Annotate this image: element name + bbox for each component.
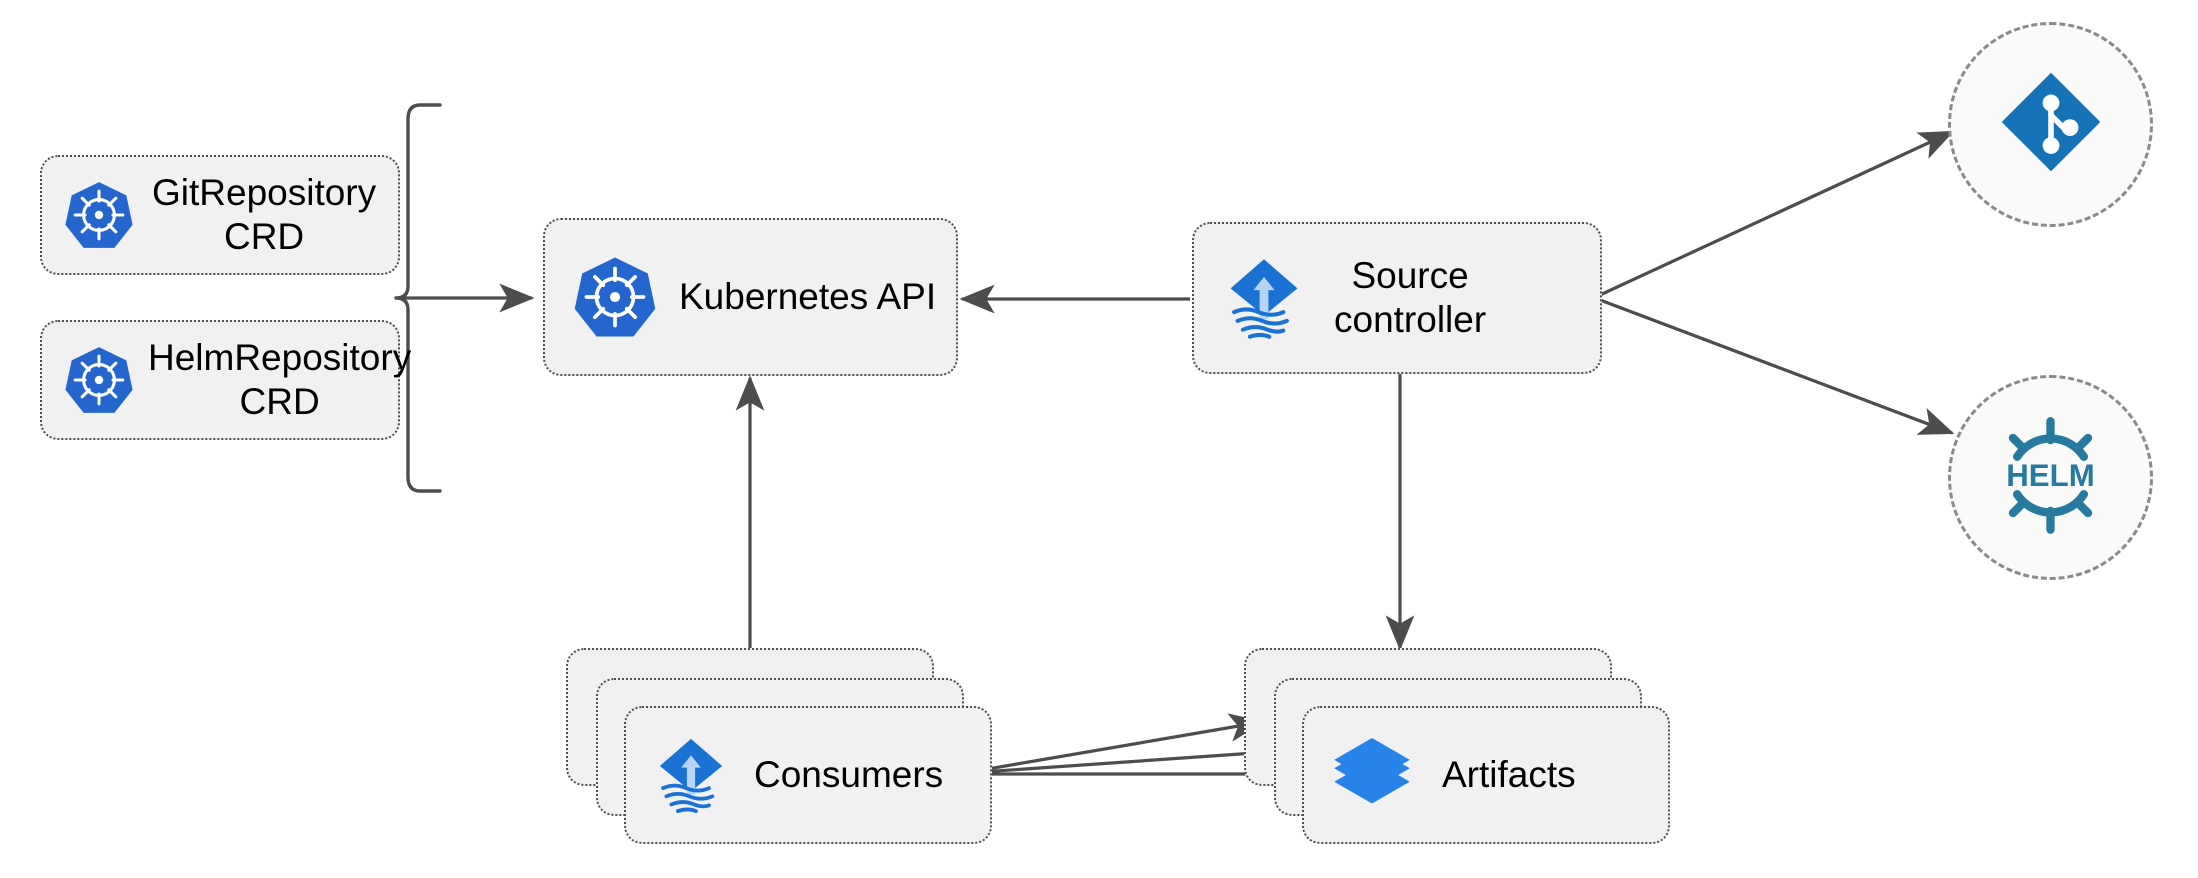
node-consumers[interactable]: Consumers xyxy=(624,706,992,844)
layers-icon xyxy=(1330,733,1414,817)
node-label: Artifacts xyxy=(1442,754,1576,796)
kubernetes-icon xyxy=(64,180,134,250)
git-icon xyxy=(1995,66,2107,183)
node-label: Kubernetes API xyxy=(679,276,937,318)
wire-source-controller-to-helm xyxy=(1599,298,1955,435)
node-label: Consumers xyxy=(754,754,944,796)
kubernetes-icon xyxy=(64,345,134,415)
node-helm-repository-crd[interactable]: HelmRepository CRD xyxy=(40,320,411,440)
kubernetes-icon xyxy=(573,255,657,339)
helm-wordmark: HELM xyxy=(2006,457,2095,492)
flux-icon xyxy=(650,734,732,816)
node-kubernetes-api[interactable]: Kubernetes API xyxy=(543,218,958,376)
wire-consumers-to-artifacts-1 xyxy=(981,713,1265,772)
flux-icon xyxy=(1220,254,1308,342)
node-artifacts[interactable]: Artifacts xyxy=(1302,706,1670,844)
node-label: Source controller xyxy=(1334,255,1487,340)
helm-icon: HELM xyxy=(1988,413,2113,543)
node-helm-provider[interactable]: HELM xyxy=(1948,375,2153,580)
node-label: HelmRepository CRD xyxy=(148,337,412,422)
node-git-repository-crd[interactable]: GitRepository CRD xyxy=(40,155,400,275)
node-git-provider[interactable] xyxy=(1948,22,2153,227)
node-label: GitRepository CRD xyxy=(152,172,377,257)
wire-source-controller-to-git xyxy=(1599,130,1955,297)
crd-brace xyxy=(394,103,442,493)
node-source-controller[interactable]: Source controller xyxy=(1192,222,1602,374)
